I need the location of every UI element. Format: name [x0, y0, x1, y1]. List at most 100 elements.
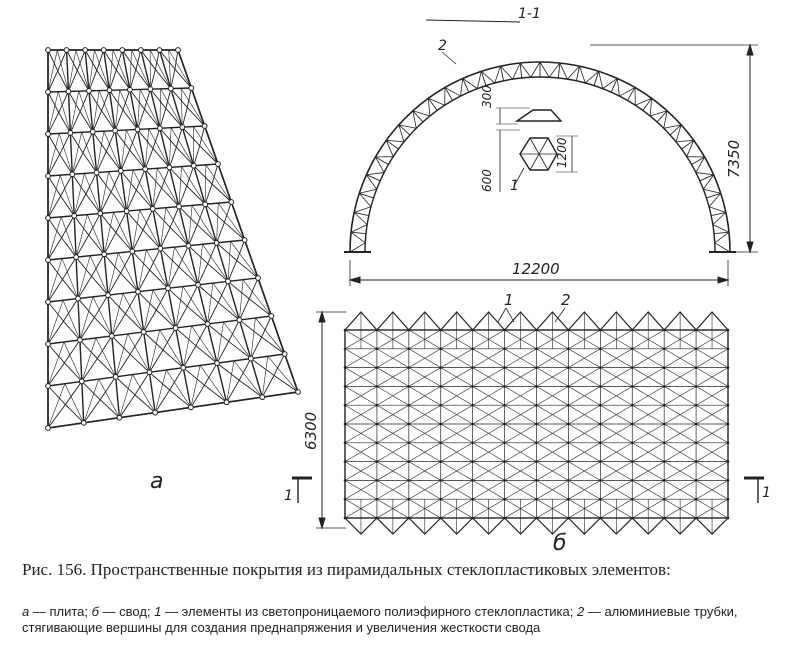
plate-pyramid-edge	[79, 296, 94, 341]
section-label: 1-1	[518, 6, 541, 22]
plate-pyramid-edge	[61, 237, 77, 258]
plate-pyramid-edge	[137, 129, 154, 149]
plan-diagonal	[632, 367, 665, 387]
height-dimension: 7350	[725, 140, 743, 178]
plate-pyramid-edge	[75, 256, 92, 277]
plan-node	[535, 347, 538, 351]
plan-diagonal	[440, 423, 473, 444]
plan-node	[630, 328, 634, 332]
plate-pyramid-edge	[139, 209, 161, 249]
arch-rib	[711, 212, 726, 217]
plan-diagonal	[440, 480, 473, 500]
plate-pyramid-edge	[71, 174, 87, 195]
plan-callout-leader-2	[554, 307, 566, 323]
arch-rib	[713, 231, 730, 235]
arch-diagonal	[703, 174, 714, 190]
arch-diagonal	[398, 124, 417, 129]
plate-pyramid-edge	[68, 49, 77, 92]
plan-node	[503, 385, 506, 388]
plate-pyramid-edge	[83, 379, 99, 423]
plate-pyramid-edge	[149, 371, 170, 391]
legend-b-key: б	[91, 604, 99, 619]
plan-diagonal	[504, 348, 537, 368]
arch-rib	[691, 156, 705, 165]
plate-pyramid-edge	[126, 210, 144, 231]
plate-pyramid-edge	[165, 88, 172, 109]
plate-pyramid-edge	[152, 208, 171, 228]
plate-pyramid-edge	[196, 204, 206, 226]
plate-pyramid-edge	[190, 384, 205, 408]
arch-rib	[627, 87, 636, 101]
plan-node	[535, 403, 538, 407]
plate-pyramid-edge	[122, 89, 131, 111]
plate-pyramid-edge	[107, 252, 119, 296]
plan-node	[630, 347, 634, 351]
plan-node	[471, 516, 474, 520]
plate-pyramid-edge	[152, 148, 170, 168]
plate-pyramid-edge	[101, 90, 110, 112]
plate-pyramid-edge	[103, 232, 117, 255]
plate-pyramid-edge	[114, 89, 120, 131]
plan-diagonal	[408, 367, 441, 387]
plate-pyramid-edge	[242, 279, 272, 317]
plan-diagonal	[504, 480, 537, 500]
plate-node	[281, 351, 288, 357]
plate-node	[127, 86, 133, 93]
plate-pyramid-edge	[115, 69, 131, 90]
plan-node	[439, 422, 443, 426]
arch-diagonal	[427, 98, 431, 117]
plan-diagonal	[376, 461, 409, 481]
plan-diagonal	[408, 461, 441, 481]
plan-node	[567, 366, 570, 369]
plate-pyramid-edge	[204, 203, 225, 223]
arch-rib	[519, 62, 523, 79]
plan-diagonal	[408, 442, 441, 462]
plan-diagonal	[376, 404, 409, 425]
plate-pyramid-edge	[110, 170, 122, 193]
plate-pyramid-edge	[178, 245, 189, 268]
plate-pyramid-edge	[250, 358, 275, 376]
plate-pyramid-edge	[170, 69, 176, 89]
arch-rib	[427, 98, 438, 111]
plate-pyramid-edge	[204, 384, 227, 403]
plate-pyramid-edge	[96, 131, 105, 173]
plate-pyramid-edge	[239, 319, 262, 338]
plate-grid-line	[158, 49, 263, 398]
plate-node	[77, 337, 83, 343]
figure-drawing: а б 1-1 2 1 1 2 12200 7350 6300 300 600 …	[45, 6, 771, 556]
plate-pyramid-edge	[169, 389, 192, 408]
plan-node	[662, 460, 666, 463]
plan-node	[726, 328, 730, 332]
plan-node	[567, 328, 570, 332]
arch-inner-arc	[364, 76, 716, 253]
plate-pyramid-edge	[152, 168, 158, 209]
plate-pyramid-edge	[168, 49, 192, 89]
plan-node	[599, 441, 602, 445]
pyramid-side-view	[514, 109, 563, 122]
plate-pyramid-edge	[182, 345, 197, 368]
arch-diagonal	[366, 172, 385, 176]
arch-diagonal	[598, 71, 604, 89]
plate-pyramid-edge	[152, 128, 161, 149]
plate-pyramid-edge	[73, 193, 87, 216]
plate-pyramid-edge	[85, 193, 101, 214]
plate-pyramid-edge	[109, 49, 114, 91]
plate-pyramid-edge	[57, 91, 71, 133]
plan-diagonal	[408, 423, 441, 444]
plate-grid-line	[65, 49, 85, 423]
plan-node	[503, 422, 506, 426]
plan-diagonal	[440, 367, 473, 387]
arch-diagonal	[349, 242, 366, 253]
plan-diagonal	[472, 442, 505, 462]
plan-diagonal	[344, 480, 378, 500]
arch-rib	[681, 139, 694, 150]
plan-diagonal	[408, 404, 441, 425]
plate-pyramid-edge	[121, 49, 137, 70]
plan-node	[599, 479, 602, 482]
plate-pyramid-edge	[47, 341, 65, 387]
plan-diagonal	[695, 461, 729, 481]
plan-diagonal	[664, 367, 697, 387]
plate-node	[80, 419, 87, 426]
plan-width-dimension: 6300	[302, 412, 320, 450]
plan-diagonal	[600, 442, 633, 462]
